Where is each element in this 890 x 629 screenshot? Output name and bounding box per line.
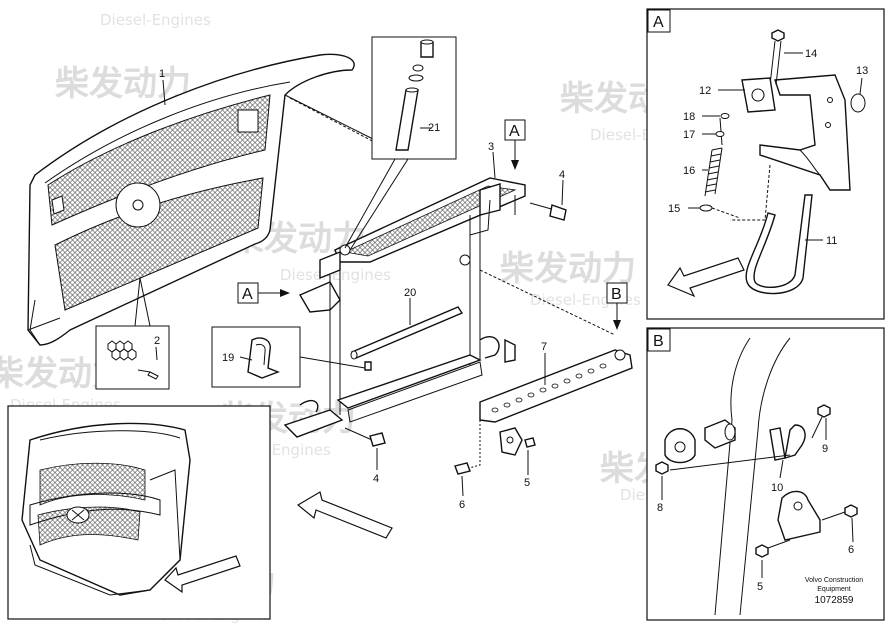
svg-text:A: A — [653, 14, 664, 31]
svg-text:B: B — [611, 286, 622, 303]
callout-8: 8 — [657, 502, 663, 514]
callout-17: 17 — [683, 129, 695, 141]
callout-14: 14 — [805, 48, 817, 60]
clip-detail-box — [211, 326, 301, 388]
bolt-4-upper — [529, 202, 567, 221]
bolt-4-lower — [344, 427, 386, 447]
bracket-lower — [454, 420, 536, 475]
callout-1: 1 — [159, 68, 165, 80]
callout-10: 10 — [771, 482, 783, 494]
callout-9: 9 — [822, 443, 828, 455]
callout-5-b: 5 — [757, 581, 763, 593]
callout-11: 11 — [826, 235, 837, 247]
footer-brand-2: Equipment — [817, 586, 851, 593]
detail-panel-b: B — [646, 327, 885, 621]
cab-front-inset — [7, 405, 271, 620]
callout-7: 7 — [541, 341, 547, 353]
callout-2: 2 — [154, 335, 160, 347]
svg-text:A: A — [509, 123, 520, 140]
callout-21: 21 — [428, 122, 440, 134]
direction-arrow-main — [296, 491, 393, 539]
strut-detail-box — [371, 36, 457, 160]
callout-15: 15 — [668, 203, 680, 215]
svg-text:Diesel-Engines: Diesel-Engines — [280, 266, 391, 284]
svg-text:A: A — [242, 286, 253, 303]
direction-arrow-inset — [164, 555, 241, 594]
svg-text:B: B — [653, 333, 664, 350]
callout-18: 18 — [683, 111, 695, 123]
callout-16: 16 — [683, 165, 695, 177]
callout-13: 13 — [856, 65, 868, 77]
view-tag-a-main: A — [504, 119, 526, 170]
callout-5: 5 — [524, 477, 530, 489]
callout-6: 6 — [459, 499, 465, 511]
mesh-detail-box — [95, 325, 170, 390]
frame-assembly — [283, 177, 526, 438]
view-tag-a-left: A — [237, 282, 290, 304]
footer-brand: Volvo Construction — [805, 577, 863, 584]
view-tag-b-main: B — [606, 282, 628, 330]
callout-12: 12 — [699, 85, 711, 97]
grille-panel — [27, 53, 355, 346]
callout-20: 20 — [404, 287, 416, 299]
svg-text:柴发动力: 柴发动力 — [55, 64, 191, 104]
reference-number: 1072859 — [815, 595, 854, 606]
detail-panel-a: A — [646, 8, 885, 320]
callout-4-upper: 4 — [559, 169, 565, 181]
callout-19: 19 — [222, 352, 234, 364]
callout-3: 3 — [488, 141, 494, 153]
svg-text:柴发动力: 柴发动力 — [500, 249, 636, 289]
svg-text:Diesel-Engines: Diesel-Engines — [100, 11, 211, 29]
step-plate — [479, 349, 633, 423]
callout-6-b: 6 — [848, 544, 854, 556]
callout-4-lower: 4 — [373, 473, 379, 485]
support-bar — [350, 306, 464, 360]
